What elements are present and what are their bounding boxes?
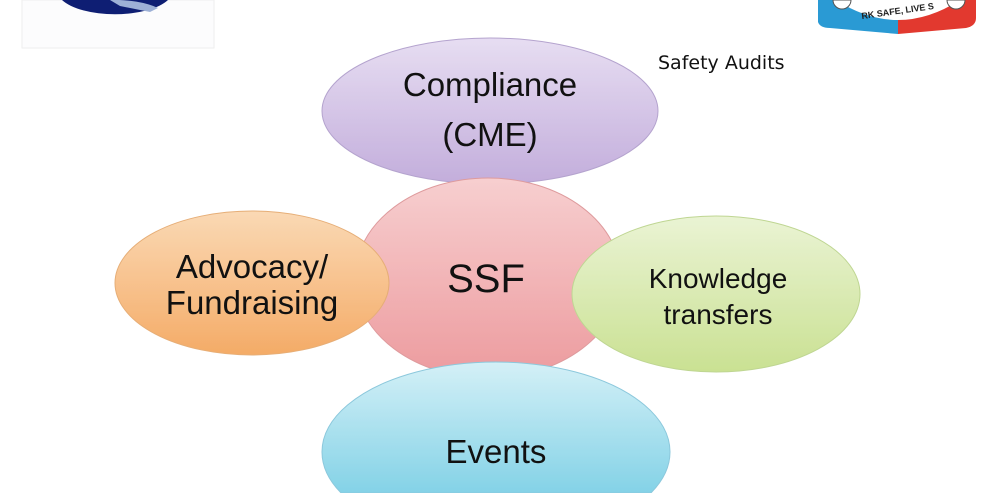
transfers-label: transfers	[664, 299, 773, 330]
compliance-sub-label: (CME)	[442, 116, 537, 153]
compliance-label: Compliance	[403, 66, 577, 103]
compliance-ellipse	[321, 37, 659, 185]
fundraising-label: Fundraising	[166, 284, 338, 321]
ssf-label: SSF	[447, 257, 525, 301]
events-ellipse	[321, 361, 671, 493]
knowledge-ellipse	[571, 215, 861, 373]
advocacy-label: Advocacy/	[176, 248, 329, 285]
work-safe-logo: RK SAFE, LIVE S	[818, 0, 976, 34]
safety-audits-note: Safety Audits	[658, 52, 785, 74]
events-label: Events	[446, 433, 547, 470]
advocacy-ellipse	[114, 210, 390, 356]
knowledge-label: Knowledge	[649, 263, 788, 294]
globe-logo	[21, 0, 215, 49]
